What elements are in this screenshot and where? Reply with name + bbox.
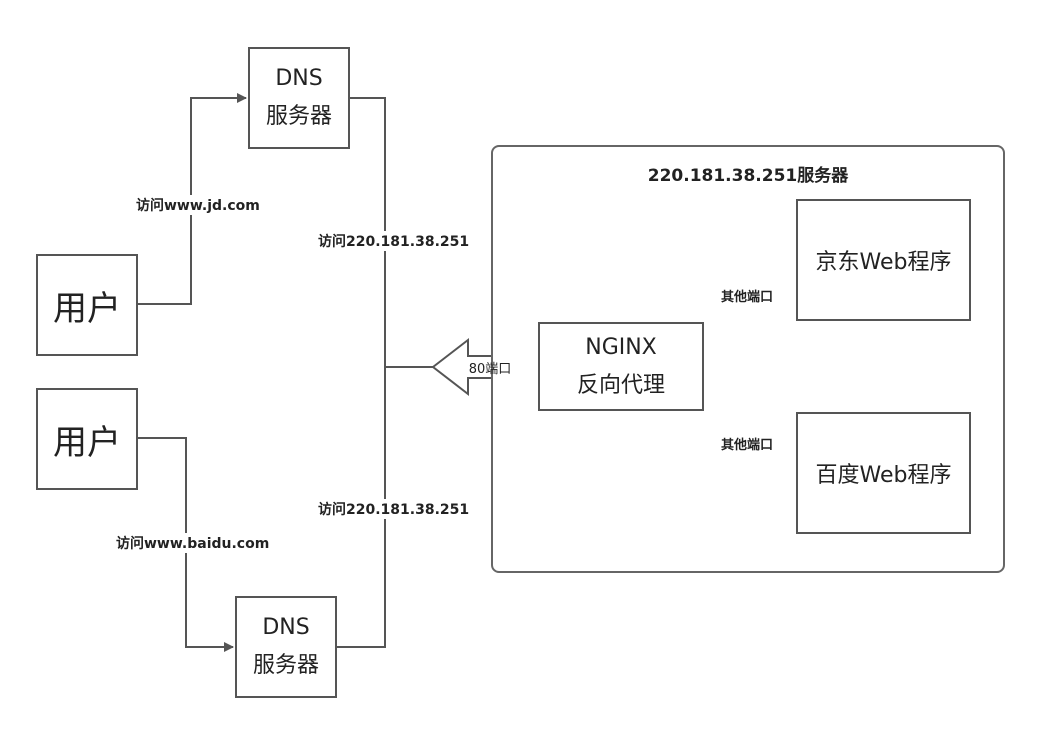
baidu-web-app[interactable]: 百度Web程序 [796,412,971,534]
edge-label-visit-ip-top: 访问220.181.38.251 [316,231,472,251]
user-top[interactable]: 用户 [36,254,138,356]
jd-web-app-label: 京东Web程序 [815,250,952,275]
user-top-label: 用户 [53,288,121,329]
nginx-line2: 反向代理 [576,372,665,398]
server-group-title: 220.181.38.251服务器 [647,166,849,186]
edge-label-visit-jd: 访问www.jd.com [134,195,262,215]
user-bottom[interactable]: 用户 [36,388,138,490]
dns-server-bottom[interactable]: DNS 服务器 [235,596,337,698]
jd-web-app[interactable]: 京东Web程序 [796,199,971,321]
dns-server-top[interactable]: DNS 服务器 [248,47,350,149]
edge-label-other-port-jd: 其他端口 [719,286,776,305]
nginx-line1: NGINX [585,334,657,360]
dns-bottom-line2: 服务器 [252,653,319,678]
port-80-label: 80端口 [468,362,512,377]
edge-label-visit-ip-bottom: 访问220.181.38.251 [316,499,472,519]
edge-dns-top-to-merge [349,97,386,367]
edge-dns-bottom-to-merge [336,367,386,648]
edge-label-other-port-baidu: 其他端口 [719,434,776,453]
user-bottom-label: 用户 [53,422,121,463]
dns-bottom-line1: DNS [262,615,310,640]
edge-label-visit-baidu: 访问www.baidu.com [114,533,272,553]
dns-top-line1: DNS [275,66,323,91]
nginx-reverse-proxy[interactable]: NGINX 反向代理 [538,322,704,411]
dns-top-line2: 服务器 [265,104,332,129]
baidu-web-app-label: 百度Web程序 [815,463,952,488]
